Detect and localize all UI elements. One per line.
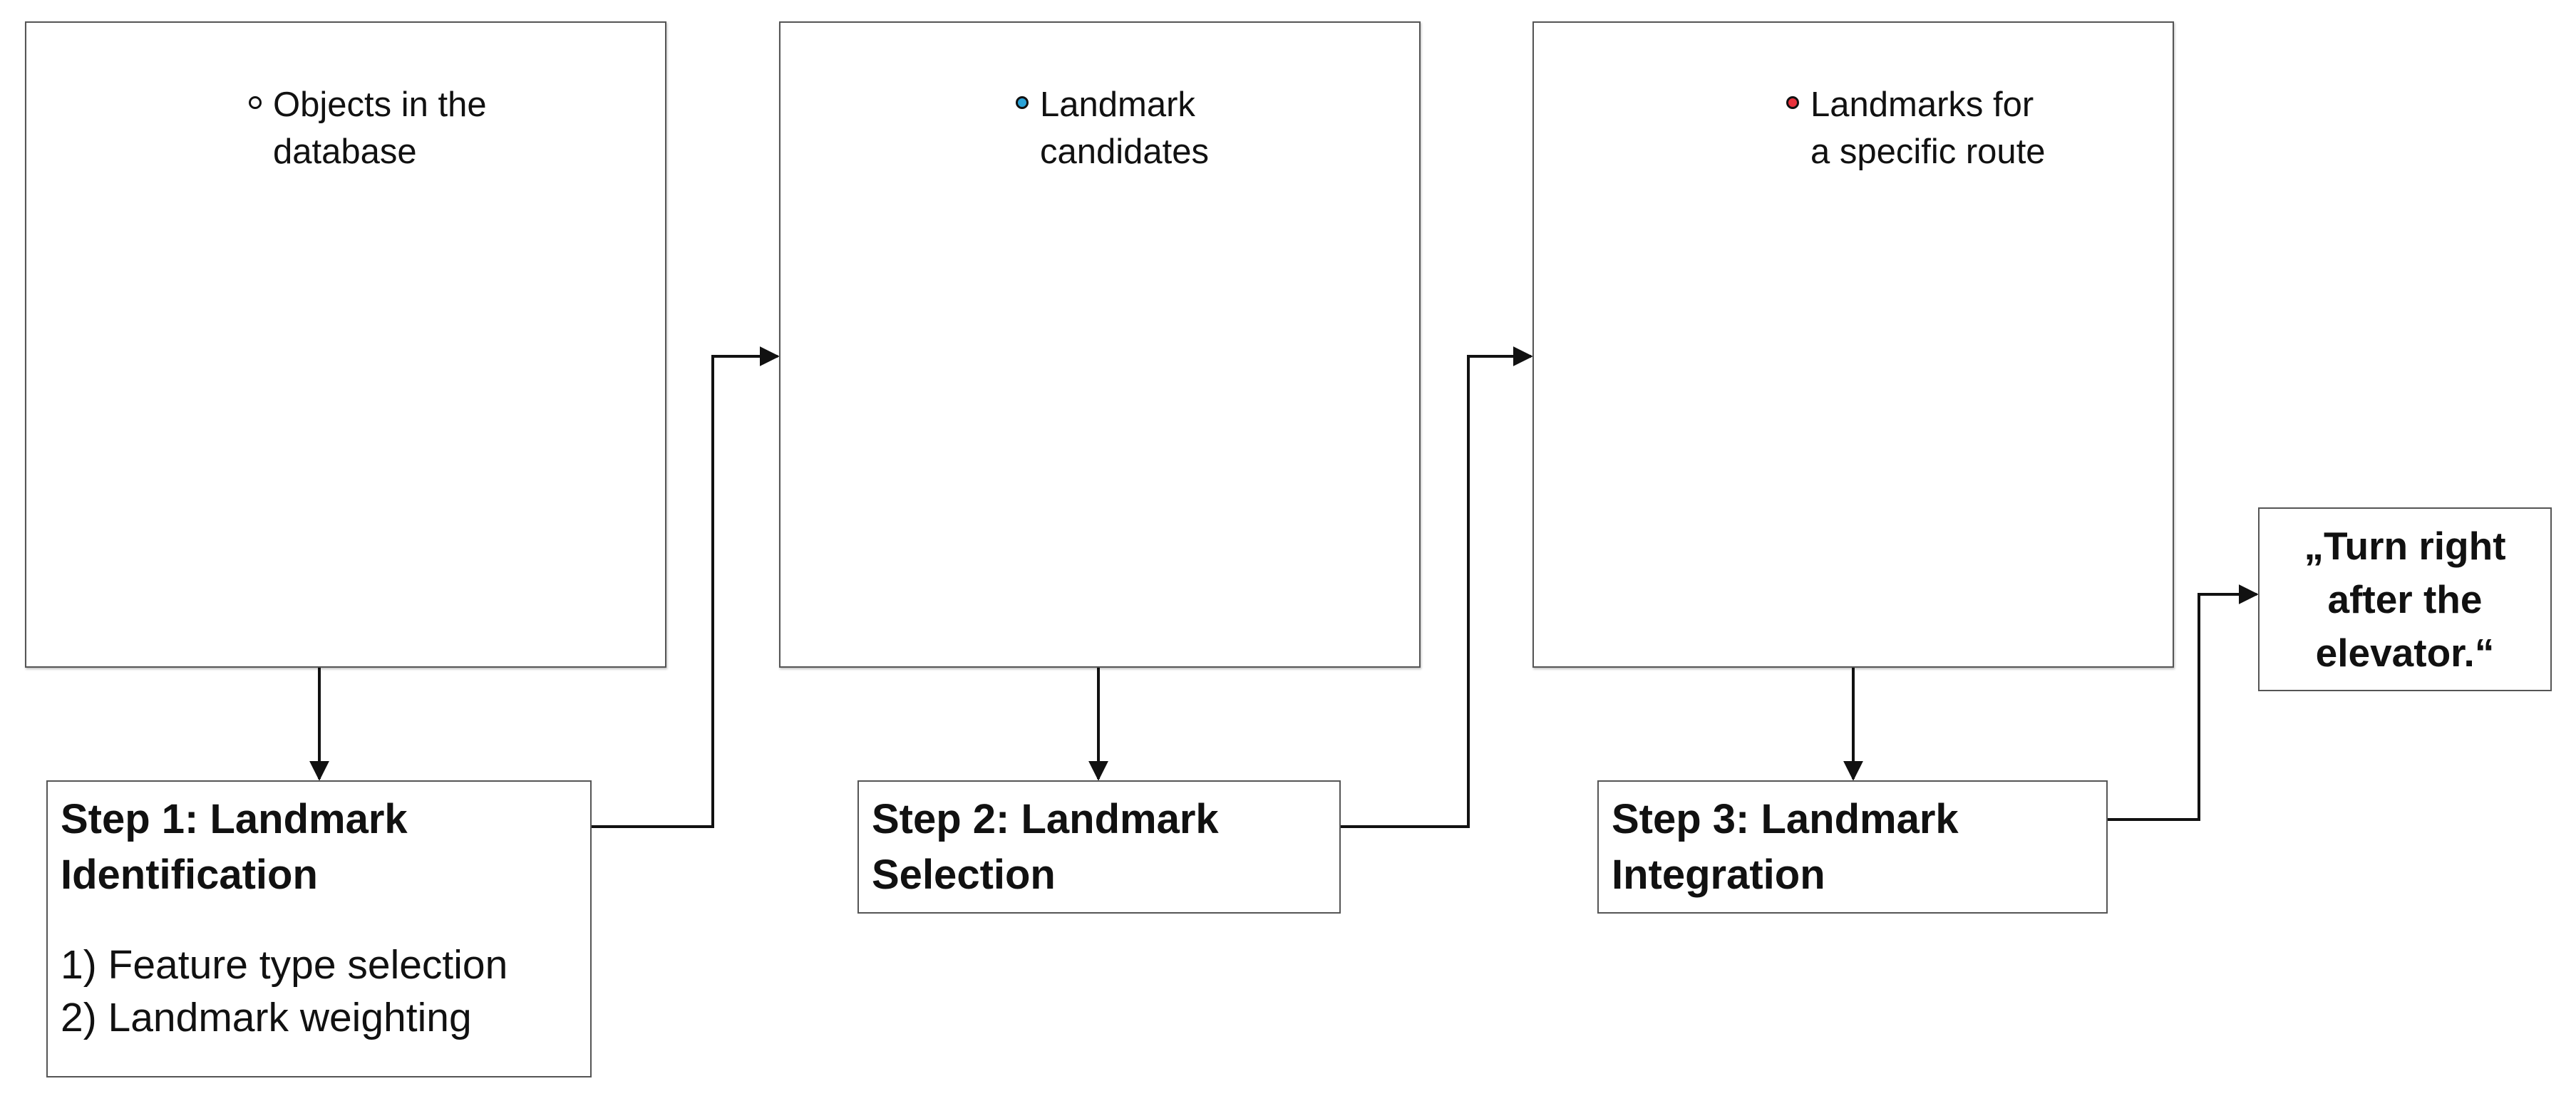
step-3-title: Step 3: Landmark Integration <box>1612 792 2093 903</box>
output-instruction-box: „Turn right after the elevator.“ <box>2258 507 2552 691</box>
legend-route-dot <box>1786 96 1799 109</box>
panel-objects: Objects in the database <box>25 21 666 668</box>
flow-arrows <box>309 346 2259 828</box>
flow-arrow <box>592 346 780 828</box>
legend-candidates-dot <box>1016 96 1029 109</box>
legend-line: Landmarks for <box>1810 86 2034 124</box>
output-line: elevator.“ <box>2315 630 2495 675</box>
step-item: 1) Feature type selection <box>61 942 508 988</box>
step-1-items: 1) Feature type selection 2) Landmark we… <box>61 939 577 1044</box>
step-title-line: Selection <box>872 852 1056 898</box>
flow-arrow <box>2108 584 2259 821</box>
legend-line: database <box>273 133 417 171</box>
step-3-box: Step 3: Landmark Integration <box>1597 780 2108 914</box>
step-title-line: Integration <box>1612 852 1825 898</box>
step-2-title: Step 2: Landmark Selection <box>872 792 1326 903</box>
step-1-title: Step 1: Landmark Identification <box>61 792 577 903</box>
legend-line: candidates <box>1040 133 1210 171</box>
legend-line: a specific route <box>1810 133 2046 171</box>
step-item: 2) Landmark weighting <box>61 995 472 1040</box>
step-title-line: Step 3: Landmark <box>1612 796 1959 842</box>
step-title-line: Step 1: Landmark <box>61 796 408 842</box>
step-title-line: Identification <box>61 852 318 898</box>
legend-line: Objects in the <box>273 86 487 124</box>
panel-route-landmarks: Landmarks for a specific route <box>1532 21 2174 668</box>
output-line: after the <box>2327 577 2483 621</box>
step-1-box: Step 1: Landmark Identification 1) Featu… <box>46 780 592 1077</box>
legend-objects-dot <box>249 96 262 109</box>
step-2-box: Step 2: Landmark Selection <box>857 780 1341 914</box>
flow-arrow <box>1341 346 1533 828</box>
legend-line: Landmark <box>1040 86 1195 124</box>
output-line: „Turn right <box>2304 523 2506 568</box>
panel-candidates: Landmark candidates <box>779 21 1421 668</box>
step-title-line: Step 2: Landmark <box>872 796 1219 842</box>
